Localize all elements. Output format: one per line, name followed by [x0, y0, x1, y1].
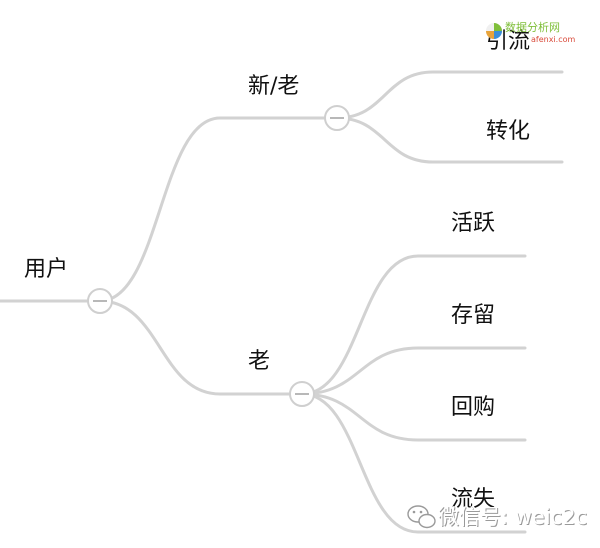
collapse-toggle-root[interactable]	[87, 288, 113, 314]
wechat-id-text: 微信号: weic2c	[438, 505, 587, 529]
branch-root-to-new-old	[98, 116, 339, 303]
branch-lines	[0, 70, 564, 534]
branch-old-to-liushi	[300, 392, 527, 534]
node-old-label: 老	[248, 349, 270, 374]
collapse-toggle-new-old[interactable]	[324, 105, 350, 131]
node-cunliu-label: 存留	[451, 303, 495, 328]
node-huigou-label: 回购	[451, 395, 495, 420]
logo-mark-icon	[486, 23, 502, 39]
branch-old-to-huigou	[300, 392, 527, 442]
branch-new-old-to-yinliu	[335, 70, 564, 120]
branch-root-to-old	[98, 299, 304, 396]
node-new-old-label: 新/老	[248, 74, 299, 99]
collapse-toggle-old[interactable]	[289, 381, 315, 407]
wechat-watermark: 微信号: weic2c 微信号: weic2c	[407, 505, 588, 530]
branch-old-to-huoyue	[300, 254, 527, 396]
logo-text: 数据分析网	[505, 20, 560, 34]
node-liushi-label: 流失	[451, 487, 495, 512]
node-huoyue-label: 活跃	[451, 211, 495, 236]
node-root-label: 用户	[24, 257, 68, 282]
branch-new-old-to-zhuanhua	[335, 116, 564, 164]
node-zhuanhua-label: 转化	[486, 119, 530, 144]
logo-subtext: afenxi.com	[531, 35, 576, 44]
branch-old-to-cunliu	[300, 346, 527, 396]
wechat-icon	[407, 505, 436, 529]
wechat-id-shadow: 微信号: weic2c	[439, 506, 588, 530]
site-logo: 数据分析网 afenxi.com	[486, 20, 576, 44]
